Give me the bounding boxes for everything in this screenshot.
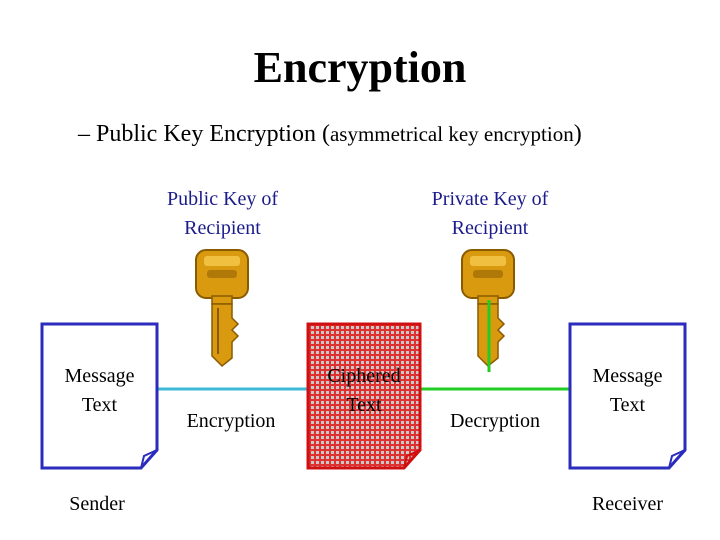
subtitle-main: Public Key Encryption (: [96, 121, 330, 147]
ciphered-document: [306, 322, 422, 470]
receiver-document: [568, 322, 687, 470]
sender-message-text: Message Text: [42, 362, 157, 420]
ciphered-text: Ciphered Text: [305, 362, 423, 420]
subtitle-end: ): [573, 121, 582, 147]
public-key-label-line-1: Public Key of: [166, 188, 279, 210]
receiver-message-text: Message Text: [570, 362, 685, 420]
private-key-icon: [461, 249, 515, 372]
private-key-label-line-1: Private Key of: [431, 188, 549, 210]
slide-subtitle: – Public Key Encryption (asymmetrical ke…: [78, 118, 582, 150]
sender-label: Sender: [69, 493, 125, 515]
private-key-label-line-2: Recipient: [451, 217, 529, 239]
public-key-label-line-2: Recipient: [184, 217, 261, 239]
private-key-label: Private Key of Recipient: [400, 185, 580, 243]
subtitle-dash: –: [78, 121, 96, 147]
encryption-label: Encryption: [186, 410, 276, 432]
sender-message-line-2: Text: [81, 394, 118, 416]
subtitle-small: asymmetrical key encryption: [329, 122, 574, 146]
receiver-label: Receiver: [591, 493, 664, 515]
ciphered-text-line-2: Text: [346, 394, 382, 416]
ciphered-text-line-1: Ciphered: [327, 365, 401, 387]
public-key-label: Public Key of Recipient: [140, 185, 305, 243]
decryption-label: Decryption: [450, 410, 540, 432]
public-key-icon: [195, 249, 249, 368]
receiver-message-line-1: Message: [592, 365, 663, 387]
receiver-message-line-2: Text: [609, 394, 646, 416]
sender-message-line-1: Message: [64, 365, 135, 387]
sender-document: [40, 322, 159, 470]
slide-title: Encryption: [253, 43, 467, 92]
